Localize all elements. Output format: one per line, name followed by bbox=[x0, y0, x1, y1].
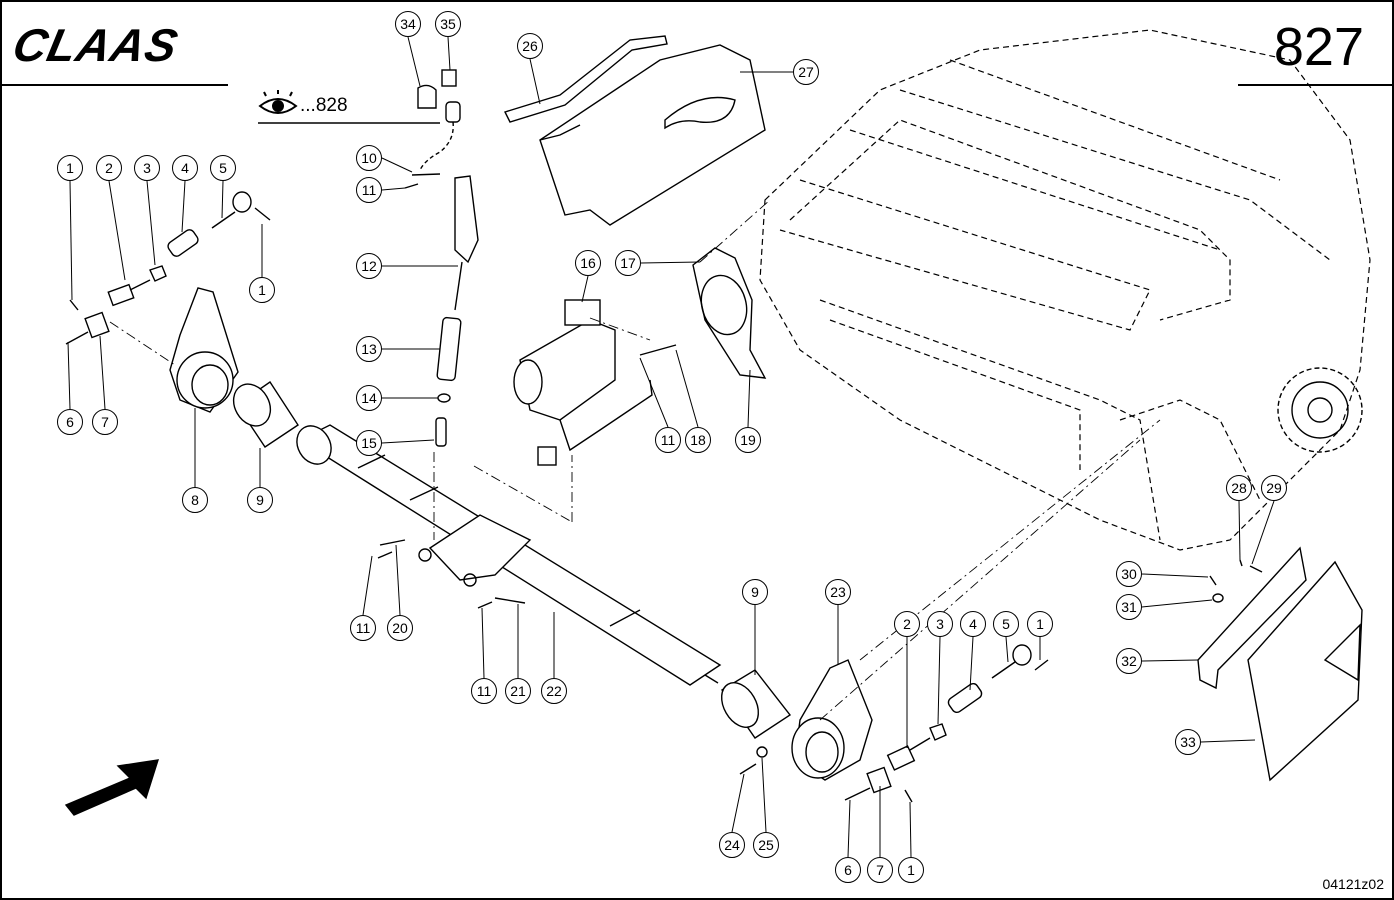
part-callout-20: 20 bbox=[387, 615, 413, 641]
part-callout-13: 13 bbox=[356, 336, 382, 362]
bearing-bracket-left bbox=[169, 287, 239, 413]
part-callout-19: 19 bbox=[735, 427, 761, 453]
part-callout-9: 9 bbox=[247, 487, 273, 513]
part-callout-3: 3 bbox=[134, 155, 160, 181]
part-callout-4: 4 bbox=[960, 611, 986, 637]
part-callout-1: 1 bbox=[1027, 611, 1053, 637]
part-callout-14: 14 bbox=[356, 385, 382, 411]
part-callout-12: 12 bbox=[356, 253, 382, 279]
part-callout-28: 28 bbox=[1226, 475, 1252, 501]
part-callout-1: 1 bbox=[249, 277, 275, 303]
machine-housing bbox=[759, 29, 1371, 551]
bracket-26 bbox=[504, 35, 668, 123]
part-callout-11: 11 bbox=[350, 615, 376, 641]
part-callout-23: 23 bbox=[825, 579, 851, 605]
part-callout-1: 1 bbox=[57, 155, 83, 181]
bearing-bracket-right bbox=[791, 659, 873, 781]
cover-27 bbox=[539, 44, 766, 226]
part-callout-31: 31 bbox=[1116, 594, 1142, 620]
part-callout-8: 8 bbox=[182, 487, 208, 513]
part-callout-5: 5 bbox=[210, 155, 236, 181]
part-callout-2: 2 bbox=[96, 155, 122, 181]
drive-pulley bbox=[1277, 367, 1363, 453]
part-callout-5: 5 bbox=[993, 611, 1019, 637]
direction-arrow-icon bbox=[64, 759, 160, 816]
part-callout-9: 9 bbox=[742, 579, 768, 605]
part-callout-18: 18 bbox=[685, 427, 711, 453]
part-callout-21: 21 bbox=[505, 678, 531, 704]
part-callout-25: 25 bbox=[753, 832, 779, 858]
part-callout-1: 1 bbox=[898, 857, 924, 883]
leader-lines bbox=[67, 36, 1275, 858]
part-callout-26: 26 bbox=[517, 33, 543, 59]
part-callout-4: 4 bbox=[172, 155, 198, 181]
brand-logo: CLAAS bbox=[8, 19, 183, 71]
mounting-plate-19 bbox=[692, 247, 767, 379]
part-callout-3: 3 bbox=[927, 611, 953, 637]
electric-actuator bbox=[513, 299, 677, 466]
part-callout-33: 33 bbox=[1175, 729, 1201, 755]
part-callout-24: 24 bbox=[719, 832, 745, 858]
part-callout-11: 11 bbox=[655, 427, 681, 453]
sensor-cable bbox=[417, 69, 461, 171]
bushing-left bbox=[232, 381, 299, 448]
part-callout-7: 7 bbox=[92, 409, 118, 435]
part-callout-30: 30 bbox=[1116, 561, 1142, 587]
part-callout-11: 11 bbox=[471, 678, 497, 704]
linkage-rod bbox=[404, 173, 479, 447]
part-callout-6: 6 bbox=[57, 409, 83, 435]
part-callout-32: 32 bbox=[1116, 648, 1142, 674]
main-tube bbox=[296, 424, 722, 686]
clamp-hardware-right bbox=[739, 644, 1049, 803]
part-callout-7: 7 bbox=[867, 857, 893, 883]
part-callout-11: 11 bbox=[356, 177, 382, 203]
clamp-hardware-left bbox=[65, 191, 271, 345]
part-callout-16: 16 bbox=[575, 250, 601, 276]
part-callout-22: 22 bbox=[541, 678, 567, 704]
reference-label: ...828 bbox=[300, 95, 348, 116]
page-number: 827 bbox=[1273, 17, 1364, 77]
part-callout-35: 35 bbox=[435, 11, 461, 37]
eye-icon bbox=[258, 90, 298, 114]
bracket-32 bbox=[1197, 546, 1307, 690]
part-callout-29: 29 bbox=[1261, 475, 1287, 501]
part-callout-6: 6 bbox=[835, 857, 861, 883]
guard-33 bbox=[1247, 560, 1363, 782]
part-callout-15: 15 bbox=[356, 430, 382, 456]
bushing-right bbox=[720, 669, 792, 739]
drawing-id: 04121z02 bbox=[1322, 876, 1384, 892]
part-callout-27: 27 bbox=[793, 59, 819, 85]
part-callout-17: 17 bbox=[615, 250, 641, 276]
part-callout-10: 10 bbox=[356, 145, 382, 171]
part-callout-2: 2 bbox=[894, 611, 920, 637]
part-callout-34: 34 bbox=[395, 11, 421, 37]
